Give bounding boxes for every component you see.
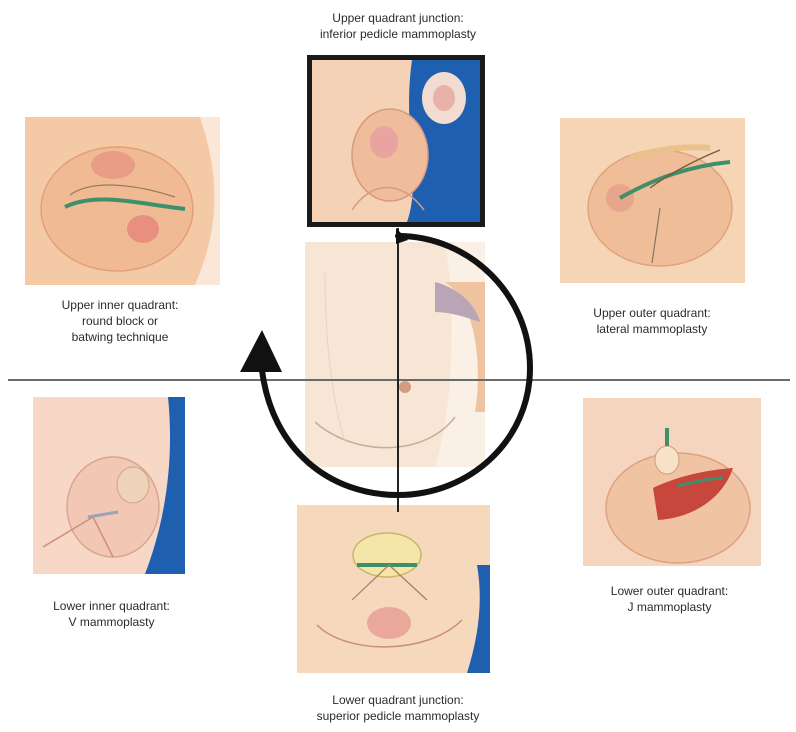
arrow-head-icon	[240, 330, 282, 372]
caption-upper-junction-line-2: inferior pedicle mammoplasty	[268, 26, 528, 42]
image-upper-inner	[25, 117, 220, 285]
caption-upper-junction-line-1: Upper quadrant junction:	[268, 10, 528, 26]
caption-upper-outer-line-2: lateral mammoplasty	[552, 321, 752, 337]
caption-lower-junction-line-2: superior pedicle mammoplasty	[258, 708, 538, 724]
caption-upper-inner-line-3: batwing technique	[20, 329, 220, 345]
caption-upper-inner-line-2: round block or	[20, 313, 220, 329]
image-center-breast	[305, 242, 485, 467]
image-upper-outer	[560, 118, 745, 283]
image-lower-outer	[583, 398, 761, 566]
caption-lower-inner-line-1: Lower inner quadrant:	[14, 598, 209, 614]
caption-lower-outer-line-2: J mammoplasty	[572, 599, 767, 615]
image-lower-junction	[297, 505, 490, 673]
caption-lower-inner-line-2: V mammoplasty	[14, 614, 209, 630]
caption-upper-junction: Upper quadrant junction: inferior pedicl…	[268, 10, 528, 42]
caption-lower-inner: Lower inner quadrant: V mammoplasty	[14, 598, 209, 630]
caption-lower-junction-line-1: Lower quadrant junction:	[258, 692, 538, 708]
caption-lower-outer: Lower outer quadrant: J mammoplasty	[572, 583, 767, 615]
caption-upper-outer-line-1: Upper outer quadrant:	[552, 305, 752, 321]
image-upper-junction	[307, 55, 485, 227]
caption-upper-outer: Upper outer quadrant: lateral mammoplast…	[552, 305, 752, 337]
caption-lower-outer-line-1: Lower outer quadrant:	[572, 583, 767, 599]
caption-lower-junction: Lower quadrant junction: superior pedicl…	[258, 692, 538, 724]
caption-upper-inner-line-1: Upper inner quadrant:	[20, 297, 220, 313]
image-lower-inner	[33, 397, 185, 574]
caption-upper-inner: Upper inner quadrant: round block or bat…	[20, 297, 220, 345]
